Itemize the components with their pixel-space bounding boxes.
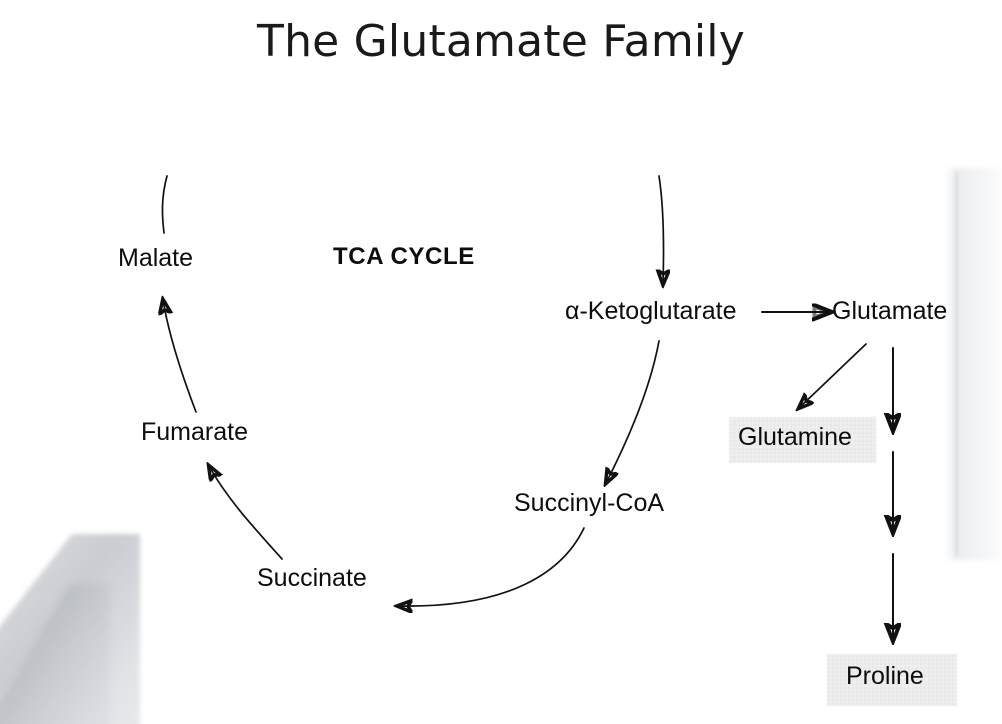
arrow-succinate-to-fumarate <box>209 466 283 560</box>
node-succinyl-coa: Succinyl-CoA <box>514 489 665 517</box>
page-shadow-bottom-left-icon <box>0 534 140 724</box>
scan-seam-right-icon <box>944 168 1002 560</box>
node-alpha-ketoglutarate: α-Ketoglutarate <box>565 297 737 325</box>
arrow-isocitrate-to-alphaketoglutarate <box>659 175 664 284</box>
page-title: The Glutamate Family <box>257 16 745 67</box>
tca-cycle-label: TCA CYCLE <box>333 243 475 270</box>
arrow-malate-to-oxaloacetate <box>161 175 168 234</box>
scan-seam-line-icon <box>955 172 958 556</box>
node-glutamate: Glutamate <box>832 297 948 325</box>
node-fumarate: Fumarate <box>141 418 248 446</box>
page-shadow-bottom-left-inner-icon <box>0 584 110 724</box>
arrow-succinylcoa-to-succinate <box>398 527 585 606</box>
arrow-alphaketoglutarate-to-succinylcoa <box>606 340 660 483</box>
node-glutamine: Glutamine <box>738 423 852 451</box>
node-malate: Malate <box>118 244 194 272</box>
node-proline: Proline <box>846 662 924 690</box>
arrow-glutamate-to-glutamine <box>799 343 867 408</box>
arrow-fumarate-to-malate <box>163 300 197 413</box>
glutamine-highlight-box <box>729 417 876 463</box>
proline-highlight-box <box>827 654 957 706</box>
node-succinate: Succinate <box>257 564 367 592</box>
